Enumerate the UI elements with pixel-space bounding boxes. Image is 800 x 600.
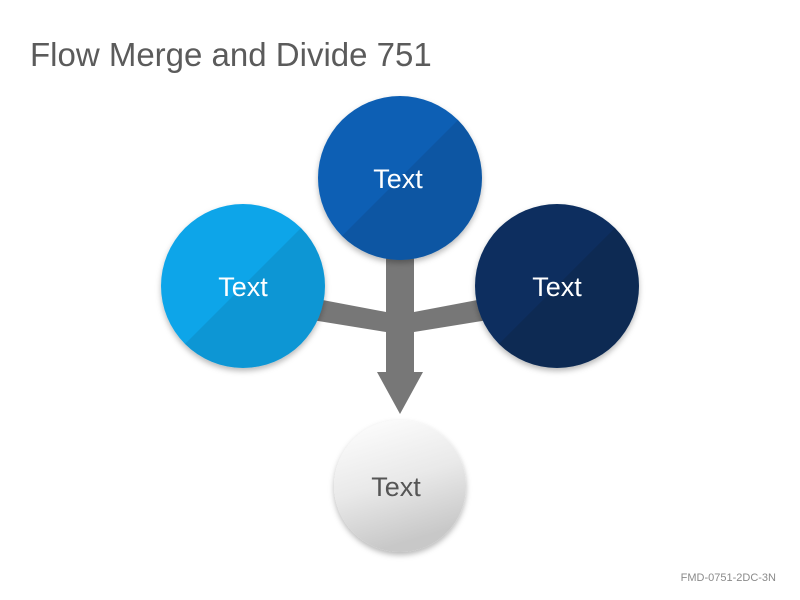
node-top-label: Text	[373, 164, 423, 194]
node-left-label: Text	[218, 272, 268, 302]
merge-connector	[312, 252, 488, 414]
node-bottom-label: Text	[371, 472, 421, 502]
connector-arrow-head	[377, 372, 423, 414]
node-right: Text	[475, 204, 639, 368]
node-bottom: Text	[334, 420, 466, 552]
connector-left-branch	[312, 298, 386, 332]
node-right-label: Text	[532, 272, 582, 302]
slide-title: Flow Merge and Divide 751	[30, 36, 432, 73]
node-left: Text	[161, 204, 325, 368]
connector-right-branch	[414, 298, 488, 332]
node-top: Text	[318, 96, 482, 260]
connector-stem	[386, 252, 414, 374]
slide-code: FMD-0751-2DC-3N	[680, 572, 776, 584]
